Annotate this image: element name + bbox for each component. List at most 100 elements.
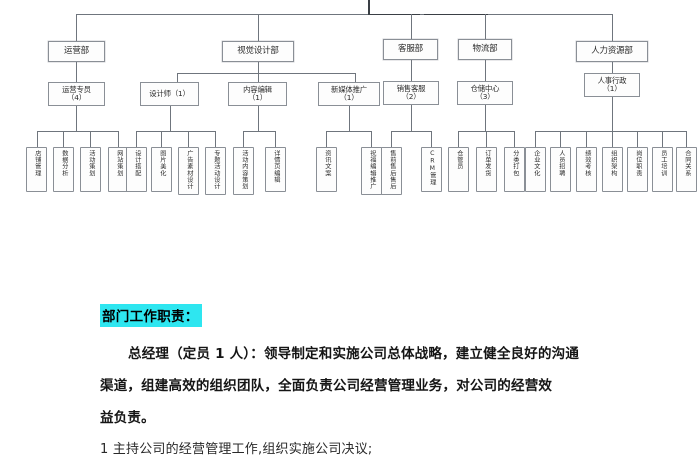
- connector-designer-leaf-bus: [136, 131, 215, 132]
- sub-box-content-editor[interactable]: 内容编辑 （1）: [228, 82, 287, 106]
- sub-box-hr-admin[interactable]: 人事行政 （1）: [584, 73, 640, 97]
- leaf-box[interactable]: 绩效考核: [576, 147, 597, 192]
- sub-box-warehouse-center[interactable]: 仓储中心 （3）: [457, 81, 513, 105]
- connector-hr-leaf-1: [560, 131, 561, 147]
- leaf-label: 订单发货: [483, 150, 491, 177]
- leaf-box[interactable]: 组织架构: [602, 147, 623, 192]
- connector-vd-to-sub-1: [258, 73, 259, 82]
- leaf-box[interactable]: 企业文化: [525, 147, 546, 192]
- leaf-label: 设计搭配: [133, 150, 141, 177]
- leaf-box[interactable]: 数据分析: [53, 147, 74, 192]
- connector-ops-leaf-bus: [37, 131, 118, 132]
- dept-box-human-resources[interactable]: 人力资源部: [576, 41, 648, 62]
- leaf-box[interactable]: 广告素材设计: [178, 147, 199, 195]
- connector-warehouse-leaf-1: [486, 131, 487, 147]
- drop-to-dept-4: [612, 14, 613, 41]
- connector-cs-to-sub: [411, 60, 412, 81]
- leaf-label: 分类打包: [511, 150, 519, 177]
- leaf-box[interactable]: 资讯文案: [316, 147, 337, 192]
- sub-count: （1）: [339, 93, 359, 102]
- leaf-box[interactable]: 活动策划: [80, 147, 101, 192]
- leaf-box[interactable]: 设计搭配: [126, 147, 147, 192]
- connector-designer-leaf-3: [215, 131, 216, 147]
- leaf-label: 合同关系: [683, 150, 691, 177]
- leaf-box[interactable]: 活动内容策划: [233, 147, 254, 195]
- leaf-label: 数据分析: [60, 150, 68, 177]
- leaf-label: CRM管理: [428, 150, 436, 186]
- leaf-label: 图片美化: [158, 150, 166, 177]
- chart-main-bus-emphasis-2: [424, 13, 488, 15]
- sub-label: 运营专员: [62, 85, 91, 95]
- leaf-box[interactable]: 售前售后售后: [381, 147, 402, 195]
- leaf-box[interactable]: 合同关系: [676, 147, 697, 192]
- chart-main-bus: [76, 14, 612, 15]
- leaf-label: 组织架构: [609, 150, 617, 177]
- leaf-label: 员工培训: [659, 150, 667, 177]
- leaf-label: 企业文化: [532, 150, 540, 177]
- connector-newmedia-leaf-bus: [326, 131, 371, 132]
- connector-ops-leaf-2: [90, 131, 91, 147]
- sub-box-designer[interactable]: 设计师（1）: [140, 82, 199, 106]
- leaf-box[interactable]: 图片美化: [151, 147, 172, 192]
- leaf-box[interactable]: CRM管理: [421, 147, 442, 192]
- sub-count: （1）: [602, 84, 622, 93]
- sub-count: （2）: [401, 92, 421, 101]
- connector-designer-leaf-2: [188, 131, 189, 147]
- leaf-box[interactable]: 分类打包: [504, 147, 525, 192]
- body-line-1: 总经理（定员 1 人）：领导制定和实施公司总体战略，建立健全良好的沟通: [128, 346, 580, 362]
- connector-editor-leaf-1: [275, 131, 276, 147]
- connector-ops-leaf-3: [118, 131, 119, 147]
- connector-sales-leaf-1: [431, 131, 432, 147]
- dept-box-visual-design[interactable]: 视觉设计部: [222, 41, 294, 62]
- leaf-box[interactable]: 祝福编辑推广: [361, 147, 382, 195]
- leaf-label: 祝福编辑推广: [368, 150, 376, 190]
- dept-box-operations[interactable]: 运营部: [48, 41, 105, 62]
- leaf-box[interactable]: 订单发货: [476, 147, 497, 192]
- leaf-box[interactable]: 详情页编辑: [265, 147, 286, 192]
- leaf-box[interactable]: 仓管员: [448, 147, 469, 192]
- sub-box-operations-specialist[interactable]: 运营专员 （4）: [48, 82, 105, 106]
- body-line-2: 渠道，组建高效的组织团队，全面负责公司经营管理业务，对公司的经营效: [100, 378, 553, 394]
- leaf-box[interactable]: 人员招聘: [550, 147, 571, 192]
- connector-vd-stem: [258, 62, 259, 74]
- dept-box-logistics[interactable]: 物流部: [458, 39, 512, 60]
- leaf-label: 绩效考核: [583, 150, 591, 177]
- connector-sales-leaf-bus: [391, 131, 431, 132]
- leaf-label: 活动内容策划: [240, 150, 248, 190]
- leaf-label: 专题活动设计: [212, 150, 220, 190]
- sub-box-new-media[interactable]: 新媒体推广 （1）: [318, 82, 380, 106]
- leaf-label: 店铺管理: [33, 150, 41, 177]
- sub-count: （1）: [248, 93, 267, 102]
- connector-ops-to-sub: [76, 62, 77, 82]
- sub-label: 设计师（1）: [149, 89, 190, 98]
- leaf-box[interactable]: 店铺管理: [26, 147, 47, 192]
- sub-box-sales-service[interactable]: 销售客服 （2）: [383, 81, 439, 105]
- leaf-label: 人员招聘: [557, 150, 565, 177]
- connector-sales-leaf-0: [391, 131, 392, 147]
- leaf-label: 活动策划: [87, 150, 95, 177]
- leaf-box[interactable]: 员工培训: [652, 147, 673, 192]
- dept-box-customer-service[interactable]: 客服部: [383, 39, 438, 60]
- leaf-label: 仓管员: [455, 150, 463, 170]
- connector-hr-to-sub: [612, 62, 613, 73]
- chart-main-bus-emphasis: [368, 13, 420, 15]
- leaf-label: 详情页编辑: [272, 150, 280, 183]
- leaf-label: 网站策划: [115, 150, 123, 177]
- connector-warehouse-leaf-2: [514, 131, 515, 147]
- connector-newmedia-leaf-0: [326, 131, 327, 147]
- document-text-block: 部门工作职责： 总经理（定员 1 人）：领导制定和实施公司总体战略，建立健全良好…: [0, 290, 700, 470]
- sub-label: 销售客服: [396, 84, 426, 94]
- connector-hr-leaf-3: [612, 131, 613, 147]
- sub-label: 仓储中心: [470, 84, 500, 94]
- connector-hr-leaf-6: [686, 131, 687, 147]
- drop-to-dept-2: [411, 14, 412, 39]
- connector-warehouse-leaf-stem: [485, 105, 486, 132]
- drop-to-dept-1: [258, 14, 259, 41]
- leaf-box[interactable]: 岗位职责: [627, 147, 648, 192]
- leaf-label: 岗位职责: [634, 150, 642, 177]
- sub-label: 人事行政: [597, 76, 627, 86]
- leaf-label: 资讯文案: [323, 150, 331, 177]
- leaf-box[interactable]: 专题活动设计: [205, 147, 226, 195]
- connector-newmedia-leaf-stem: [349, 106, 350, 132]
- sub-label: 内容编辑: [243, 85, 272, 95]
